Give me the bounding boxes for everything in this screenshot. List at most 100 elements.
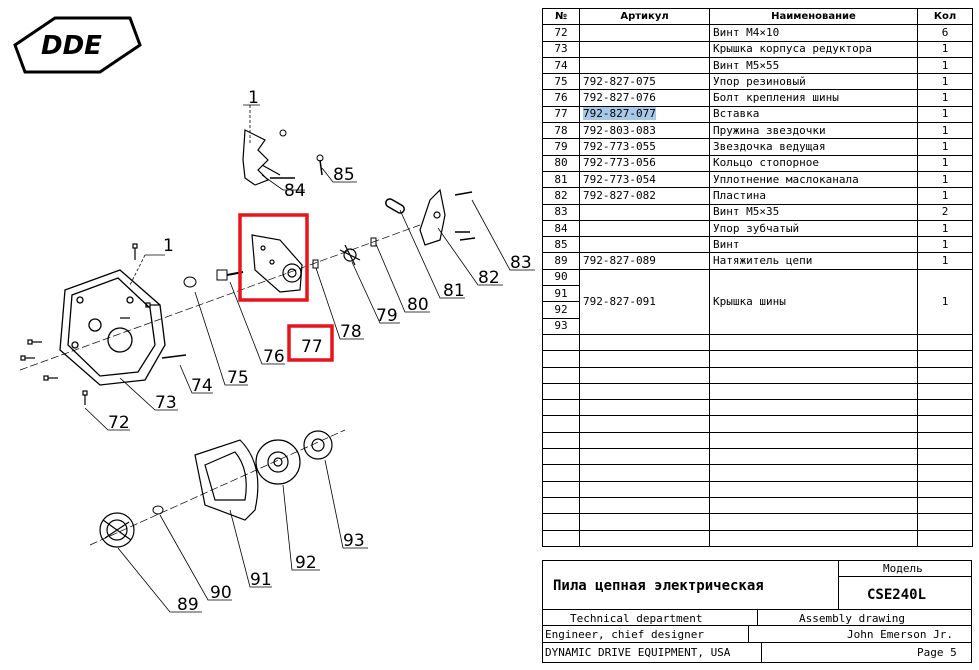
- empty-cell: [917, 529, 973, 547]
- title-block: Модель Пила цепная электрическая CSE240L…: [542, 560, 972, 663]
- row-qty: 1: [917, 138, 973, 156]
- row-article-text: 792-827-077: [583, 107, 656, 121]
- empty-cell: [917, 382, 973, 401]
- row-article-text: 792-773-056: [583, 156, 656, 170]
- marker-1-left: [129, 254, 165, 286]
- row-article: 792-827-082: [579, 187, 710, 205]
- row-article: [579, 24, 710, 42]
- drawing-type: Assembly drawing: [799, 612, 905, 625]
- row-num: 74: [542, 56, 580, 75]
- empty-cell: [709, 513, 918, 531]
- knob-93: [303, 430, 333, 460]
- row-article-text: 792-803-083: [583, 123, 656, 137]
- empty-cell: [917, 366, 973, 384]
- row-article: [579, 40, 710, 58]
- empty-cell: [709, 399, 918, 417]
- empty-cell: [917, 415, 973, 433]
- empty-cell: [542, 431, 580, 450]
- empty-row: [542, 382, 973, 401]
- row-name: Звездочка ведущая: [709, 138, 918, 156]
- empty-cell: [579, 415, 710, 433]
- row-qty: 1: [917, 56, 973, 75]
- callout-92: 92: [295, 553, 317, 573]
- table-header-row: № Артикул Наименование Кол: [542, 7, 973, 26]
- row-qty: 1: [917, 89, 973, 107]
- callout-85: 85: [333, 165, 355, 185]
- row-article: 792-803-083: [579, 122, 710, 140]
- row-qty: 6: [917, 24, 973, 42]
- callout-72: 72: [108, 413, 130, 433]
- row-num: 73: [542, 40, 580, 58]
- empty-cell: [709, 496, 918, 515]
- row-num: 85: [542, 236, 580, 254]
- row-name: Крышка шины: [709, 268, 918, 335]
- row-article: 792-827-077: [579, 105, 710, 124]
- company-name: DYNAMIC DRIVE EQUIPMENT, USA: [545, 646, 731, 659]
- tensioner-89: [99, 512, 135, 548]
- header-num: №: [542, 7, 580, 26]
- row-qty: 1: [917, 268, 973, 335]
- empty-cell: [917, 350, 973, 368]
- empty-cell: [917, 448, 973, 466]
- callout-75: 75: [227, 368, 249, 388]
- empty-cell: [579, 480, 710, 498]
- row-num: 83: [542, 203, 580, 221]
- empty-row: [542, 480, 973, 498]
- row-article-text: 792-773-054: [583, 172, 656, 186]
- empty-cell: [579, 464, 710, 482]
- row-article-text: 792-773-055: [583, 140, 656, 154]
- empty-cell: [917, 480, 973, 498]
- callout-82: 82: [478, 268, 500, 288]
- empty-row: [542, 529, 973, 547]
- callout-89: 89: [177, 595, 199, 615]
- empty-cell: [709, 415, 918, 433]
- insert-77: [251, 234, 303, 293]
- empty-cell: [542, 399, 580, 417]
- row-article-text: 792-827-076: [583, 91, 656, 105]
- row-name: Пластина: [709, 187, 918, 205]
- logo-text: DDE: [41, 31, 102, 61]
- row-qty: 1: [917, 170, 973, 189]
- empty-cell: [542, 350, 580, 368]
- row-num: 90: [542, 268, 580, 287]
- row-num: 76: [542, 89, 580, 107]
- empty-cell: [709, 382, 918, 401]
- screws-72: [20, 243, 160, 405]
- empty-cell: [579, 496, 710, 515]
- wheel-92: [255, 439, 301, 485]
- empty-cell: [917, 431, 973, 450]
- header-name: Наименование: [709, 7, 918, 26]
- row-qty: 1: [917, 154, 973, 172]
- row-qty: 1: [917, 122, 973, 140]
- row-num: 89: [542, 252, 580, 270]
- row-qty: 1: [917, 105, 973, 124]
- empty-cell: [579, 382, 710, 401]
- empty-cell: [542, 480, 580, 498]
- row-name: Болт крепления шины: [709, 89, 918, 107]
- empty-cell: [579, 366, 710, 384]
- empty-row: [542, 496, 973, 515]
- row-name: Кольцо стопорное: [709, 154, 918, 172]
- empty-cell: [542, 366, 580, 384]
- row-name: Вставка: [709, 105, 918, 124]
- header-article: Артикул: [579, 7, 710, 26]
- row-name: Винт M5×55: [709, 56, 918, 75]
- row-article: 792-827-075: [579, 73, 710, 91]
- empty-cell: [579, 350, 710, 368]
- callout-78: 78: [340, 322, 362, 342]
- row-num: 84: [542, 219, 580, 238]
- row-qty: 2: [917, 203, 973, 221]
- callout-79: 79: [376, 306, 398, 326]
- model-value: CSE240L: [867, 587, 927, 603]
- row-qty: 1: [917, 73, 973, 91]
- callout-73: 73: [155, 393, 177, 413]
